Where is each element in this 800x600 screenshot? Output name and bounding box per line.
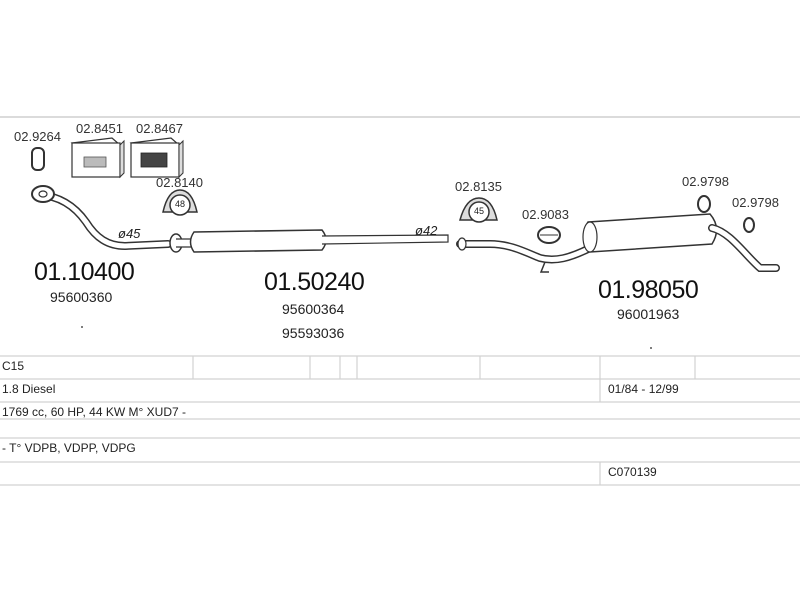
part-label-8467: 02.8467	[136, 121, 183, 136]
info-specs: 1769 cc, 60 HP, 44 KW M° XUD7 -	[2, 405, 186, 419]
center-silencer-oem-2: 95593036	[282, 325, 345, 341]
diameter-mid-label: ø42	[415, 223, 438, 238]
front-pipe-number: 01.10400	[34, 258, 135, 286]
rear-silencer-drawing	[456, 213, 780, 273]
front-pipe-oem-1: 95600360	[50, 289, 113, 305]
mounting-kit-8451-icon	[70, 137, 125, 179]
rear-silencer-number: 01.98050	[598, 276, 699, 304]
part-label-9798-a: 02.9798	[682, 174, 729, 189]
info-model: C15	[2, 359, 25, 373]
gasket-8140-marking: 48	[175, 199, 186, 209]
gasket-8135-icon	[459, 197, 498, 223]
part-label-8140: 02.8140	[156, 175, 203, 190]
info-years: 01/84 - 12/99	[608, 382, 679, 396]
ring-9798-a-icon	[697, 195, 711, 213]
diameter-front-label: ø45	[118, 226, 141, 241]
gasket-8140-icon	[162, 189, 198, 216]
center-silencer-drawing	[169, 229, 449, 253]
part-label-9264: 02.9264	[14, 129, 61, 144]
rear-silencer-oem-1: 96001963	[617, 306, 680, 322]
clamp-9083-icon	[537, 226, 561, 244]
info-types: - T° VDPB, VDPP, VDPG	[2, 441, 136, 455]
center-silencer-oem-1: 95600364	[282, 301, 345, 317]
clamp-9264-icon	[31, 147, 45, 171]
gasket-8135-marking: 45	[474, 206, 485, 216]
mounting-kit-8467-icon	[129, 137, 184, 179]
info-code: C070139	[608, 465, 657, 479]
front-pipe-drawing	[31, 185, 172, 251]
part-label-9083: 02.9083	[522, 207, 569, 222]
info-engine: 1.8 Diesel	[2, 382, 56, 396]
part-label-9798-b: 02.9798	[732, 195, 779, 210]
part-label-8135: 02.8135	[455, 179, 502, 194]
ring-9798-b-icon	[743, 217, 755, 233]
center-silencer-number: 01.50240	[264, 268, 365, 296]
info-table-grid	[0, 355, 800, 486]
part-label-8451: 02.8451	[76, 121, 123, 136]
